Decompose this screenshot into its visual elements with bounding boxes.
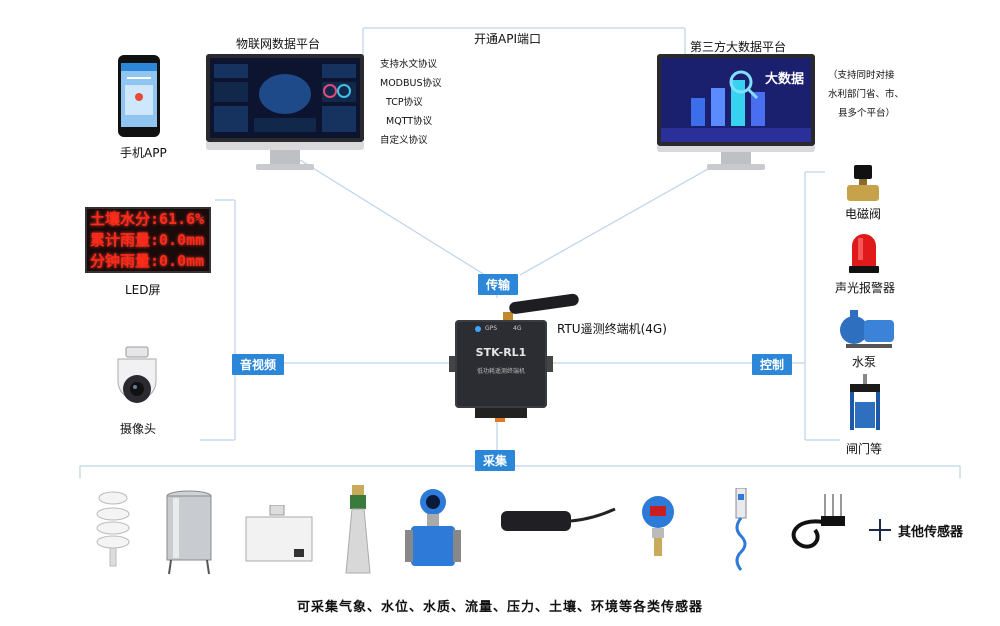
iot-platform-title: 物联网数据平台 [236,37,321,51]
big-data-text: 大数据 [765,72,805,87]
alarm-icon [849,234,879,273]
gate-label: 闸门等 [846,442,883,456]
protocol-item: MQTT协议 [386,116,433,127]
device-subtitle: 低功耗遥测终端机 [476,368,525,375]
soil-moisture-sensor-icon [791,494,845,549]
water-pump-icon [840,310,894,348]
third-party-title: 第三方大数据平台 [690,40,787,54]
status-light-label: 4G [513,325,522,332]
note-line: 县多个平台） [838,108,896,119]
device-model: STK-RL1 [475,346,527,359]
led-screen: 土壤水分:61.6% 累计雨量:0.0mm 分钟雨量:0.0mm [85,207,211,273]
rain-gauge-icon [166,490,212,575]
pump-label: 水泵 [852,355,877,369]
control-tag: 控制 [752,354,793,375]
bottom-caption: 可采集气象、水位、水质、流量、压力、土壤、环境等各类传感器 [296,600,703,615]
led-label: LED屏 [125,283,161,297]
rtu-device: GPS 4G STK-RL1 低功耗遥测终端机 [449,290,579,422]
solenoid-valve-icon [847,165,879,201]
electromagnetic-flowmeter-icon [405,489,461,566]
gate-icon [850,374,880,430]
rtu-label: RTU遥测终端机(4G) [557,322,667,336]
protocol-item: 支持水文协议 [380,59,438,70]
led-line: 累计雨量:0.0mm [90,231,205,249]
protocol-item: 自定义协议 [380,135,428,146]
phone-label: 手机APP [120,146,167,160]
collect-tag: 采集 [475,450,516,471]
camera-icon [117,346,157,403]
status-light-label: GPS [485,325,498,332]
third-party-monitor: 大数据 [657,54,815,174]
other-sensors-label: 其他传感器 [898,525,964,540]
api-port-label: 开通API端口 [474,32,541,46]
third-party-note: （支持同时对接 水利部门省、市、 县多个平台） [828,66,904,123]
transmit-tag: 传输 [478,274,519,295]
big-data-graphic [661,58,811,142]
alarm-label: 声光报警器 [835,281,896,295]
water-level-probe-icon [735,488,747,571]
phone-icon [118,55,160,137]
led-line: 分钟雨量:0.0mm [90,252,205,270]
iot-platform-monitor [206,54,364,174]
protocol-item: TCP协议 [386,97,423,108]
valve-label: 电磁阀 [845,207,882,221]
note-line: （支持同时对接 [828,70,895,81]
radar-level-meter-icon [245,505,313,562]
led-line: 土壤水分:61.6% [90,210,205,228]
note-line: 水利部门省、市、 [828,89,905,100]
dashboard-graphic [210,58,360,138]
ultrasonic-level-sensor-icon [345,485,371,574]
camera-label: 摄像头 [120,422,157,436]
weather-station-icon [96,491,130,567]
radar-flow-sensor-icon [501,507,616,531]
pressure-transmitter-icon [642,496,674,556]
protocol-list: 支持水文协议 MODBUS协议 TCP协议 MQTT协议 自定义协议 [380,55,442,150]
av-tag: 音视频 [232,354,285,375]
plus-icon [869,519,891,541]
protocol-item: MODBUS协议 [380,78,442,89]
antenna-icon [503,293,579,322]
